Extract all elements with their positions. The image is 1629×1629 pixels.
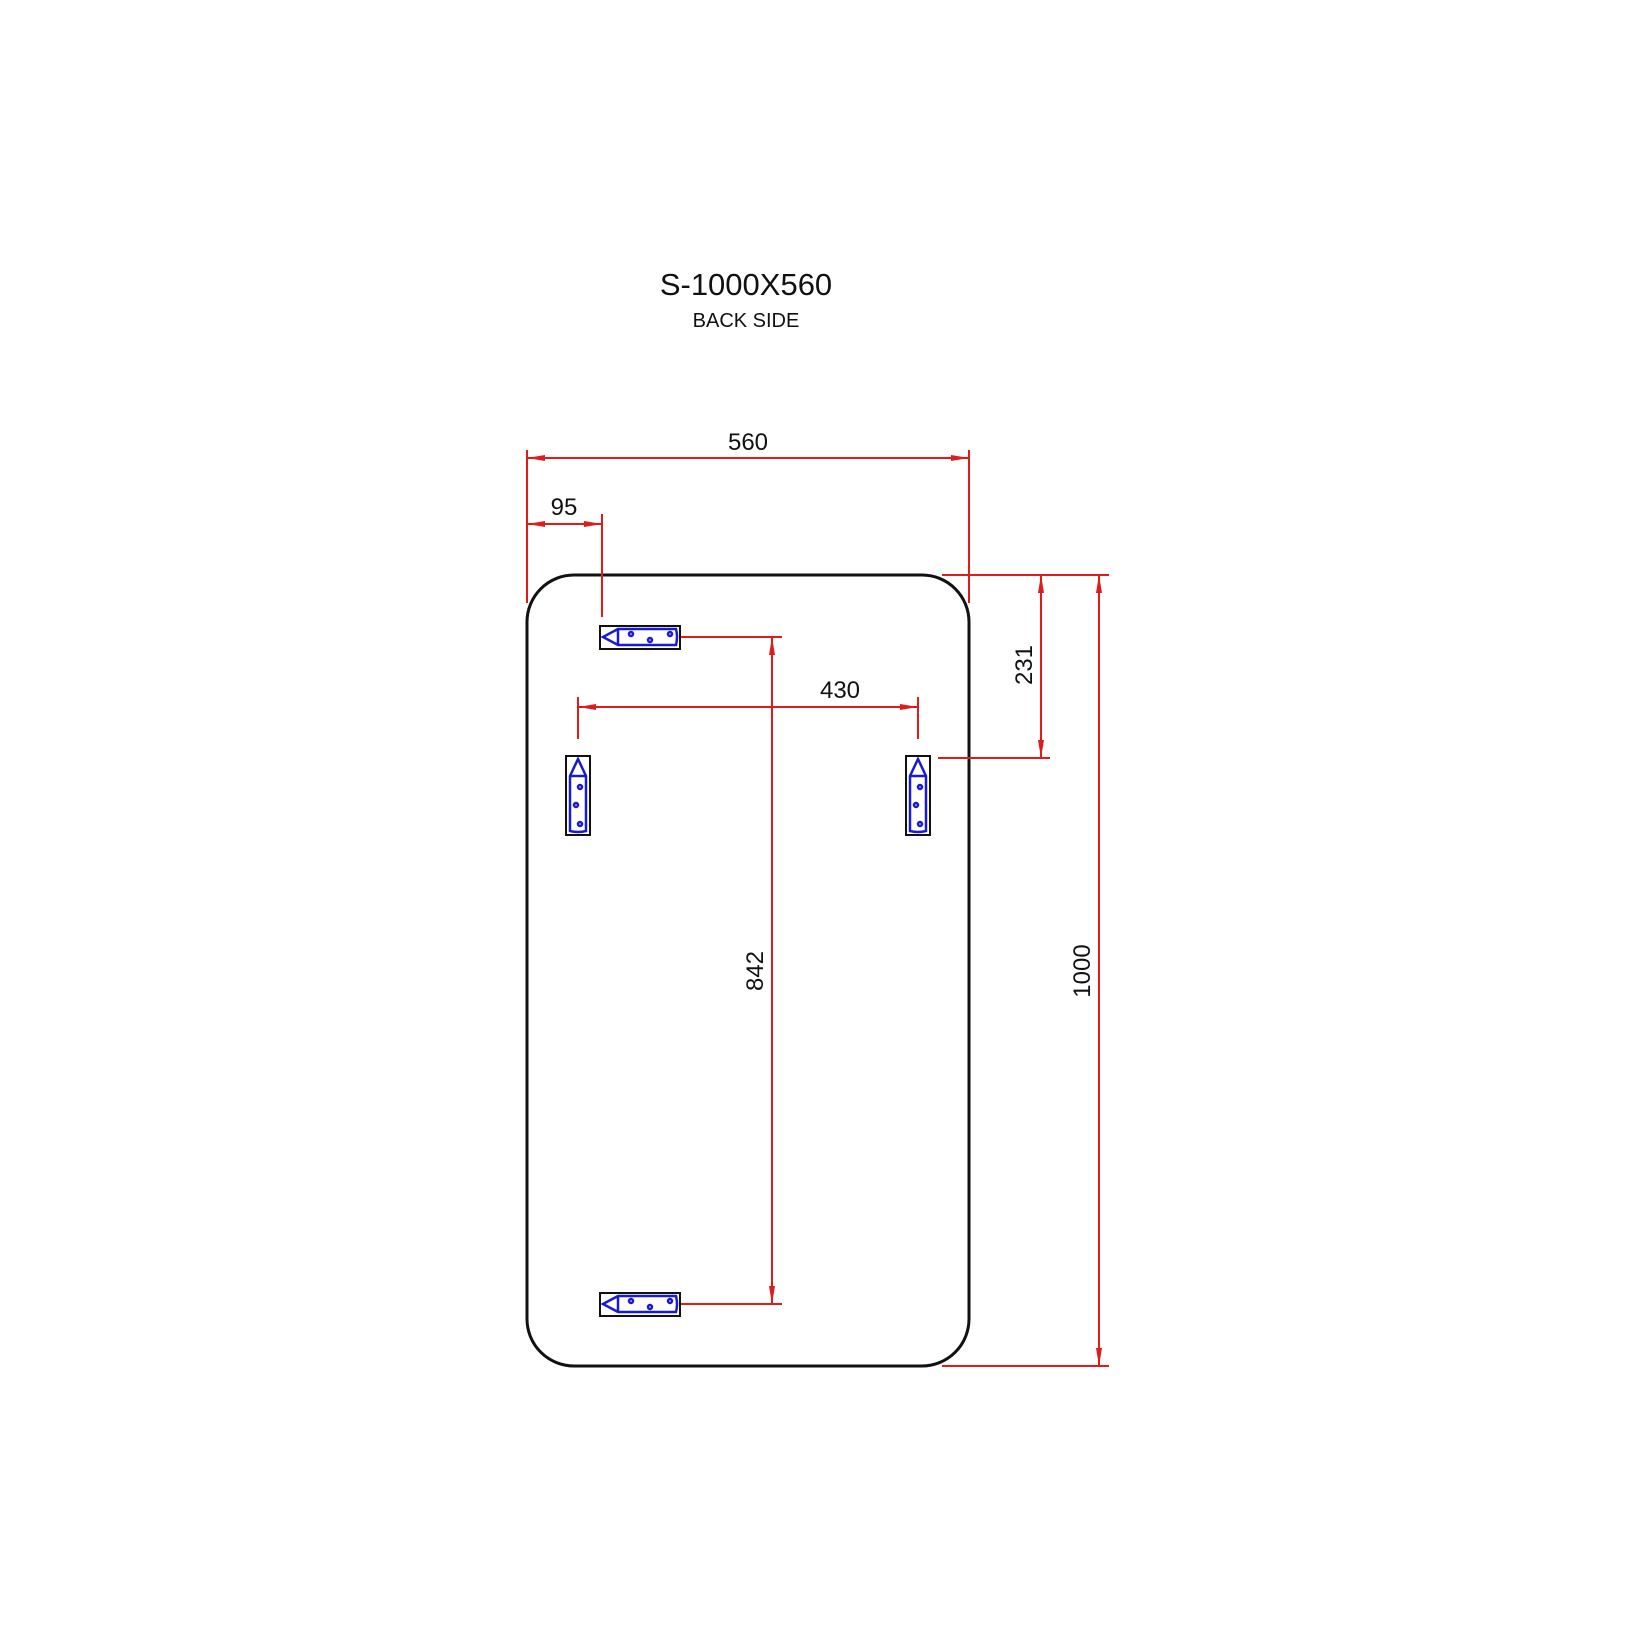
bottom-bracket [599, 1292, 681, 1317]
right-side-bracket [905, 755, 931, 836]
drawing-title: S-1000X560 [660, 267, 832, 302]
bracket-offset-dimension: 95 [527, 494, 603, 617]
drawing-subtitle: BACK SIDE [693, 310, 800, 332]
mirror-outline [525, 573, 971, 1368]
bracket-spacing-vertical-dimension: 842 [680, 636, 782, 1305]
side-bracket-spacing-label: 430 [820, 677, 860, 704]
top-bracket [599, 625, 681, 650]
side-bracket-height-dimension: 231 [938, 574, 1109, 759]
height-dimension: 1000 [942, 575, 1109, 1367]
bracket-offset-label: 95 [551, 494, 578, 521]
width-label: 560 [728, 429, 768, 456]
width-dimension: 560 [526, 429, 970, 603]
side-bracket-height-label: 231 [1011, 645, 1038, 685]
left-side-bracket [565, 755, 591, 836]
side-bracket-spacing-dimension: 430 [577, 677, 919, 739]
bracket-spacing-vertical-label: 842 [742, 951, 769, 991]
height-label: 1000 [1069, 944, 1096, 997]
